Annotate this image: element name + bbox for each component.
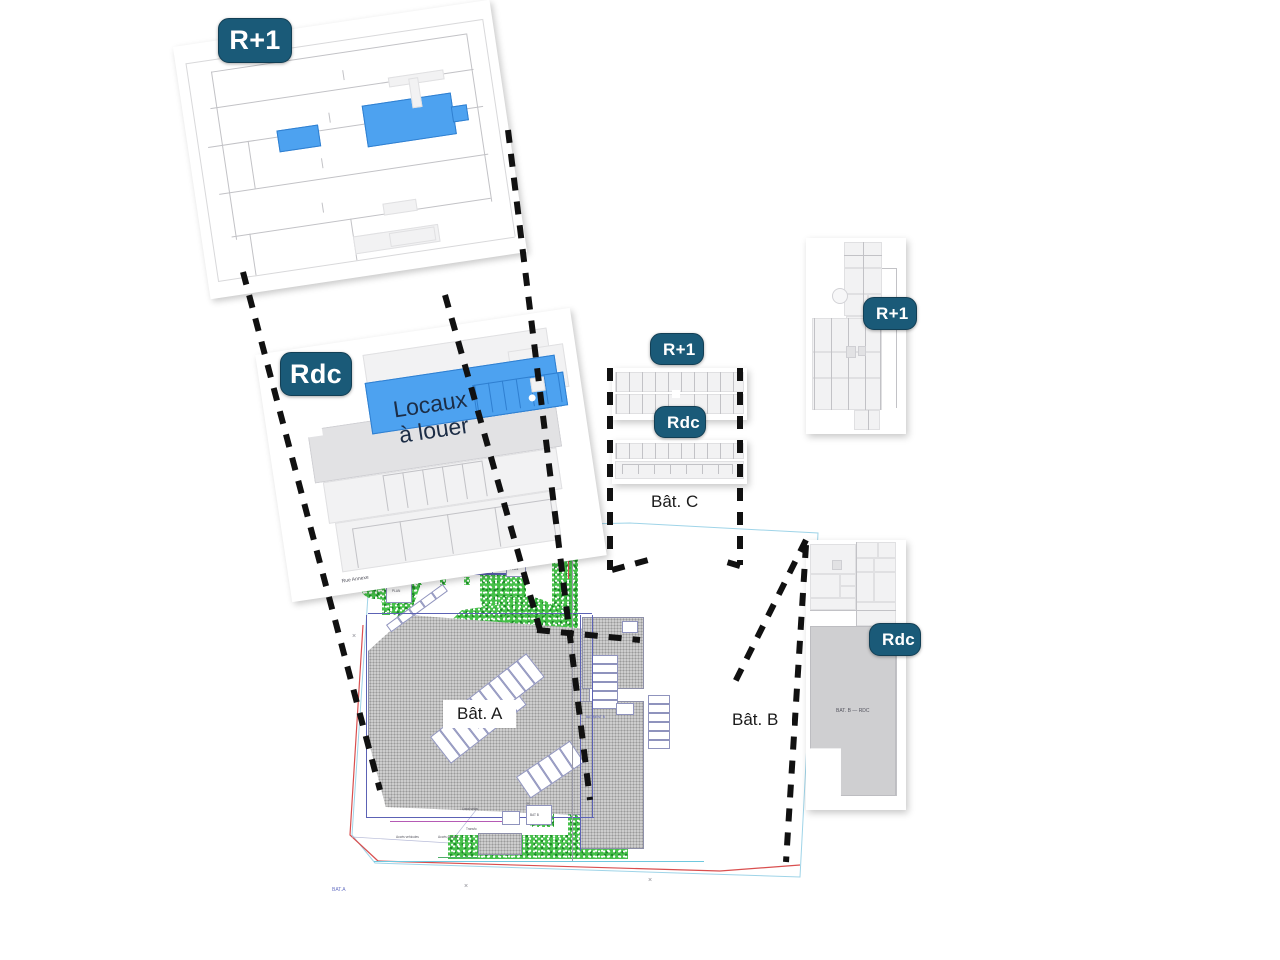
site-plan-footer-mark: ×	[464, 883, 469, 890]
plan-card-r1-center[interactable]	[612, 368, 747, 420]
plan-card-rdc-center[interactable]	[612, 440, 747, 484]
badge-rdc-center[interactable]: Rdc	[654, 406, 706, 438]
badge-rdc-right[interactable]: Rdc	[869, 623, 921, 656]
badge-r1-left[interactable]: R+1	[218, 18, 292, 63]
highlight-unit-r1-small	[276, 124, 322, 153]
site-plan-footer-note: BAT.A	[332, 887, 346, 893]
badge-r1-right-label: R+1	[876, 304, 909, 323]
badge-r1-center[interactable]: R+1	[650, 333, 704, 365]
badge-rdc-right-label: Rdc	[882, 630, 916, 649]
plan-card-r1-right[interactable]	[806, 238, 906, 434]
bat-c-label-text: Bât. C	[651, 492, 699, 511]
building-label-bat-a: Bât. A	[443, 700, 517, 728]
badge-rdc-left[interactable]: Rdc	[280, 352, 352, 396]
building-footprint-south-annex	[478, 833, 522, 855]
bat-a-label-text: Bât. A	[457, 704, 503, 723]
plan-card-rdc-right[interactable]: BAT. B — RDC	[806, 540, 906, 810]
bat-b-label-text: Bât. B	[732, 710, 779, 729]
badge-rdc-left-label: Rdc	[290, 358, 342, 389]
plan-rdc-right-content: BAT. B — RDC	[806, 540, 906, 810]
rdc-core-block	[529, 376, 546, 393]
building-label-bat-b: Bât. B	[718, 706, 793, 734]
plan-block-stair-b	[382, 198, 418, 216]
badge-rdc-center-label: Rdc	[667, 412, 701, 432]
plan-r1-right-content	[806, 238, 906, 434]
highlight-unit-r1-tail	[450, 104, 469, 123]
badge-r1-right[interactable]: R+1	[863, 297, 917, 330]
highlight-unit-r1-large	[361, 92, 457, 148]
badge-r1-left-label: R+1	[229, 25, 281, 55]
building-label-bat-c: Bât. C	[651, 492, 698, 512]
plan-r1-center-content	[612, 368, 747, 420]
plan-rdc-center-content	[612, 440, 747, 484]
badge-r1-center-label: R+1	[663, 339, 696, 359]
